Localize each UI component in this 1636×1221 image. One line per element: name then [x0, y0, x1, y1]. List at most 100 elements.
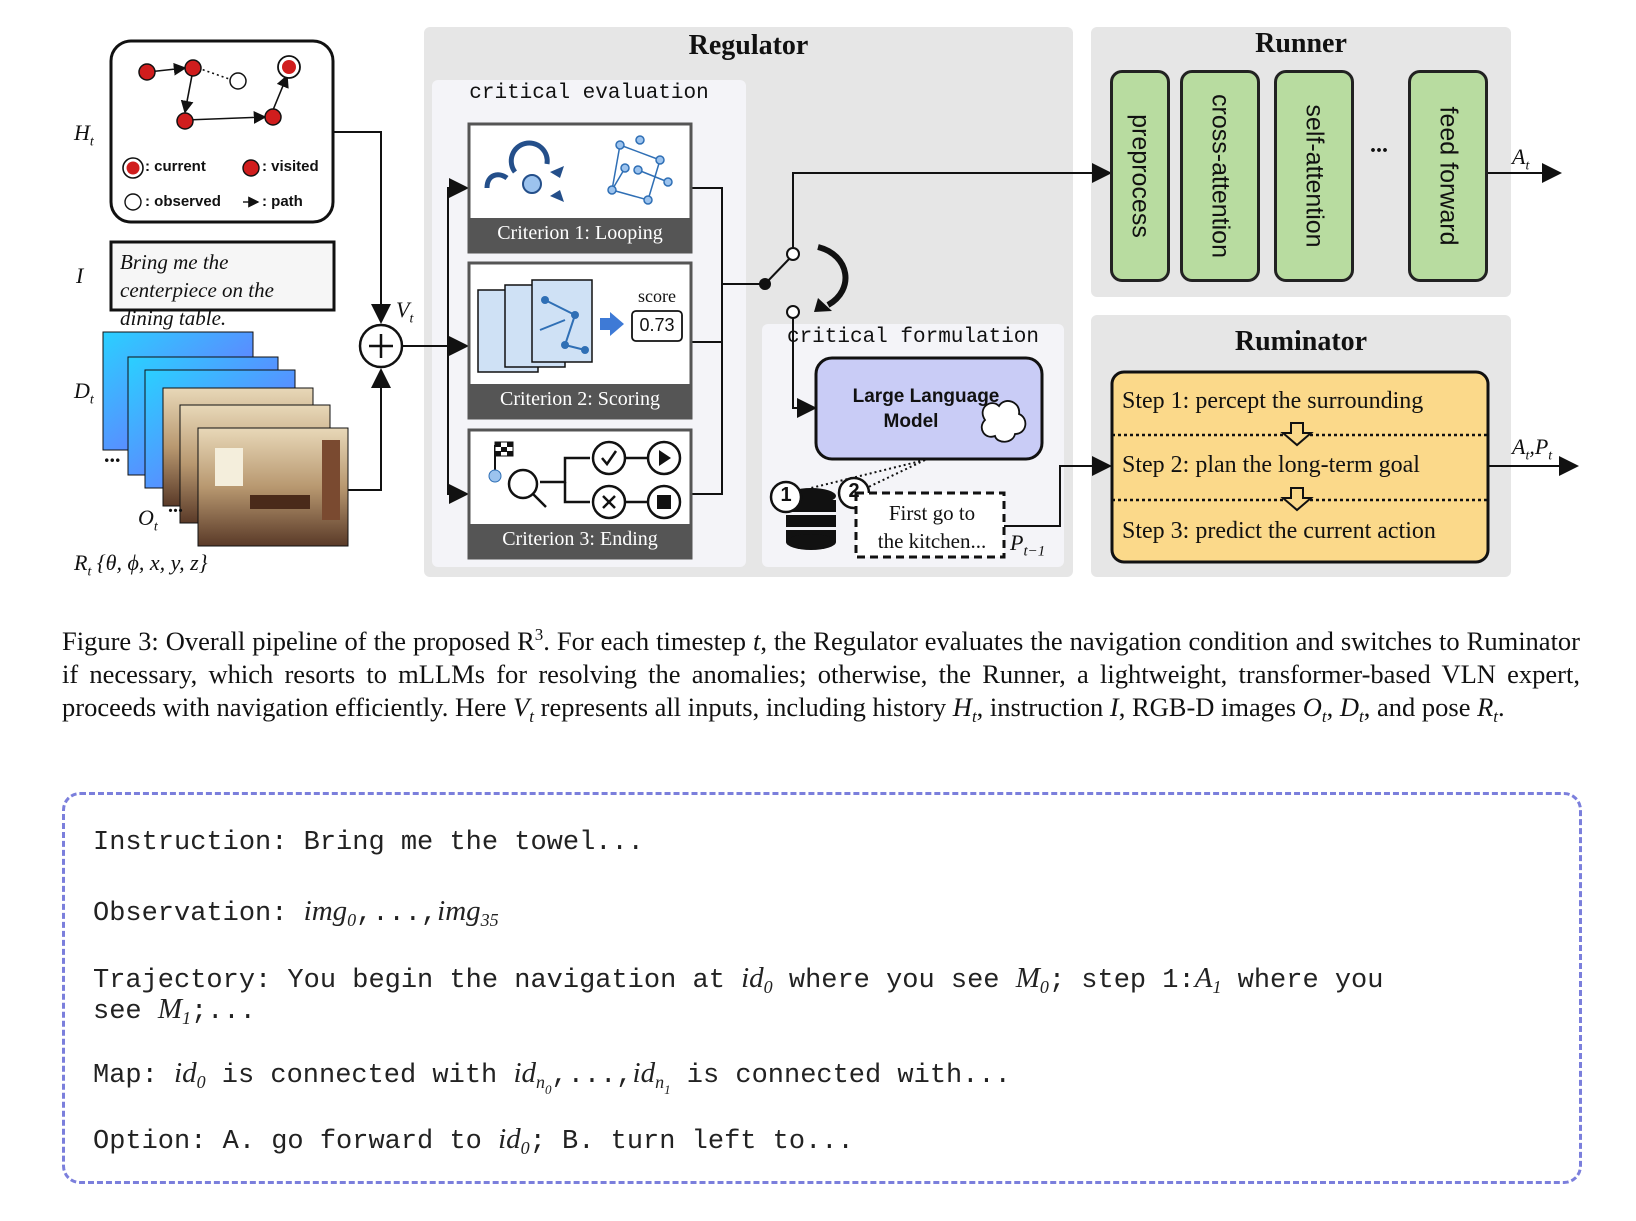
formulation-title: critical formulation [762, 326, 1064, 349]
scoring-graph-icons [478, 280, 592, 372]
prompt-trajectory-m1-sub: 1 [182, 1008, 191, 1028]
legend-observed-icon [125, 194, 141, 210]
pose-label-sub: t [87, 564, 91, 579]
ruminator-title: Ruminator [1091, 326, 1511, 358]
ruminator-output-p-sub: t [1548, 448, 1552, 463]
prompt-observation-sep: ,..., [356, 899, 437, 929]
depth-label: Dt [74, 378, 94, 408]
prompt-option-id: id [498, 1123, 521, 1155]
ruminator-step-2: Step 2: plan the long-term goal [1122, 452, 1420, 479]
history-arrow [333, 132, 381, 322]
prompt-map-idn1: id [633, 1057, 656, 1089]
plan-note-line2: the kitchen... [862, 527, 1002, 555]
stop-icon [657, 495, 671, 509]
prompt-map-idn0: id [513, 1057, 536, 1089]
rgb-curtain [322, 440, 340, 520]
caption-part-f: , RGB-D images [1119, 692, 1303, 722]
figure-caption: Figure 3: Overall pipeline of the propos… [62, 618, 1580, 733]
legend-visited-icon [243, 160, 259, 176]
vt-label-main: V [396, 297, 409, 322]
ruminator-output-p: P [1535, 434, 1548, 459]
prev-plan-label: Pt−1 [1010, 530, 1045, 560]
prompt-trajectory-id-sub: 0 [764, 977, 773, 997]
caption-part-b: . For each timestep [543, 626, 753, 656]
runner-block-cross-attention: cross-attention [1180, 70, 1260, 282]
prompt-map-idn0-n: n [536, 1072, 545, 1092]
runner-block-preprocess: preprocess [1110, 70, 1170, 282]
switch-top-contact [787, 248, 799, 260]
prompt-observation-line: Observation: img0,...,img35 [93, 895, 499, 933]
prompt-img-last: img [437, 895, 481, 927]
caption-part-g: , [1327, 692, 1340, 722]
runner-block-feed-forward: feed forward [1408, 70, 1488, 282]
depth-label-sub: t [90, 392, 94, 407]
node-visited-2 [185, 60, 201, 76]
vt-label-sub: t [409, 311, 413, 326]
prompt-img-first: img [304, 895, 348, 927]
switch-bottom-contact [787, 306, 799, 318]
caption-part-d: represents all inputs, including history [534, 692, 953, 722]
caption-part-a: Figure 3: Overall pipeline of the propos… [62, 626, 535, 656]
legend-current-icon-fill [127, 162, 140, 175]
runner-block-self-attention: self-attention [1274, 70, 1354, 282]
legend-current-label: : current [145, 158, 206, 175]
prompt-img-first-sub: 0 [347, 910, 356, 930]
ruminator-step-3: Step 3: predict the current action [1122, 518, 1436, 545]
caption-part-h: , and pose [1364, 692, 1477, 722]
prompt-map-connected: is connected with [206, 1061, 514, 1091]
prompt-trajectory-see2: see [93, 997, 158, 1027]
plan-note-line1: First go to [862, 499, 1002, 527]
prompt-observation-prefix: Observation: [93, 899, 304, 929]
prompt-trajectory-a1: A [1195, 962, 1213, 994]
rgb-label: Ot [138, 505, 158, 535]
prev-plan-label-main: P [1010, 530, 1023, 555]
caption-o: O [1303, 692, 1322, 722]
caption-sup: 3 [535, 625, 544, 644]
prompt-map-end: is connected with... [671, 1061, 1011, 1091]
regulator-title: Regulator [424, 30, 1073, 62]
prompt-map-idn1-n: n [655, 1072, 664, 1092]
criterion1-label: Criterion 1: Looping [469, 222, 691, 245]
prompt-option-end: ; B. turn left to... [530, 1127, 854, 1157]
prompt-trajectory-m1: M [158, 993, 182, 1025]
instruction-label: I [76, 263, 83, 289]
prompt-trajectory-see: where you see [773, 966, 1016, 996]
score-value: 0.73 [632, 315, 682, 336]
llm-label-line2: Model [826, 409, 996, 434]
history-label-main: H [74, 120, 90, 145]
ruminator-output-label: At,Pt [1512, 434, 1552, 464]
depth-label-main: D [74, 378, 90, 403]
prompt-map-id0: id [174, 1057, 197, 1089]
prompt-trajectory-m0: M [1016, 962, 1040, 994]
runner-output-label-main: A [1512, 144, 1525, 169]
runner-ellipsis: ... [1370, 132, 1388, 159]
history-label: Ht [74, 120, 94, 150]
rgb-window [215, 448, 243, 486]
caption-h: H [953, 692, 972, 722]
prompt-trajectory-prefix: Trajectory: You begin the navigation at [93, 966, 741, 996]
caption-part-i: . [1498, 692, 1505, 722]
node-visited-3 [177, 113, 193, 129]
legend-visited-label: : visited [262, 158, 319, 175]
runner-title: Runner [1091, 28, 1511, 60]
instruction-text: Bring me the centerpiece on the dining t… [120, 248, 328, 332]
prompt-option-prefix: Option: A. go forward to [93, 1127, 498, 1157]
prev-plan-label-sub: t−1 [1023, 543, 1045, 559]
image-arrow [348, 370, 381, 490]
criterion2-label: Criterion 2: Scoring [469, 388, 691, 411]
pose-label: Rt {θ, ϕ, x, y, z} [74, 550, 208, 580]
ruminator-output-a: A [1512, 434, 1525, 459]
rgb-label-sub: t [154, 519, 158, 534]
legend-observed-label: : observed [145, 193, 221, 210]
prompt-trajectory-m0-sub: 0 [1040, 977, 1049, 997]
node-visited-4 [265, 109, 281, 125]
history-label-sub: t [90, 134, 94, 149]
runner-block-feed-forward-label: feed forward [1434, 107, 1463, 246]
prompt-option-line: Option: A. go forward to id0; B. turn le… [93, 1123, 854, 1161]
runner-block-cross-attention-label: cross-attention [1206, 94, 1235, 258]
loop-agent-dot [523, 175, 541, 193]
prompt-map-sep: ,..., [552, 1061, 633, 1091]
node-visited-1 [139, 64, 155, 80]
prompt-map-id0-sub: 0 [197, 1072, 206, 1092]
